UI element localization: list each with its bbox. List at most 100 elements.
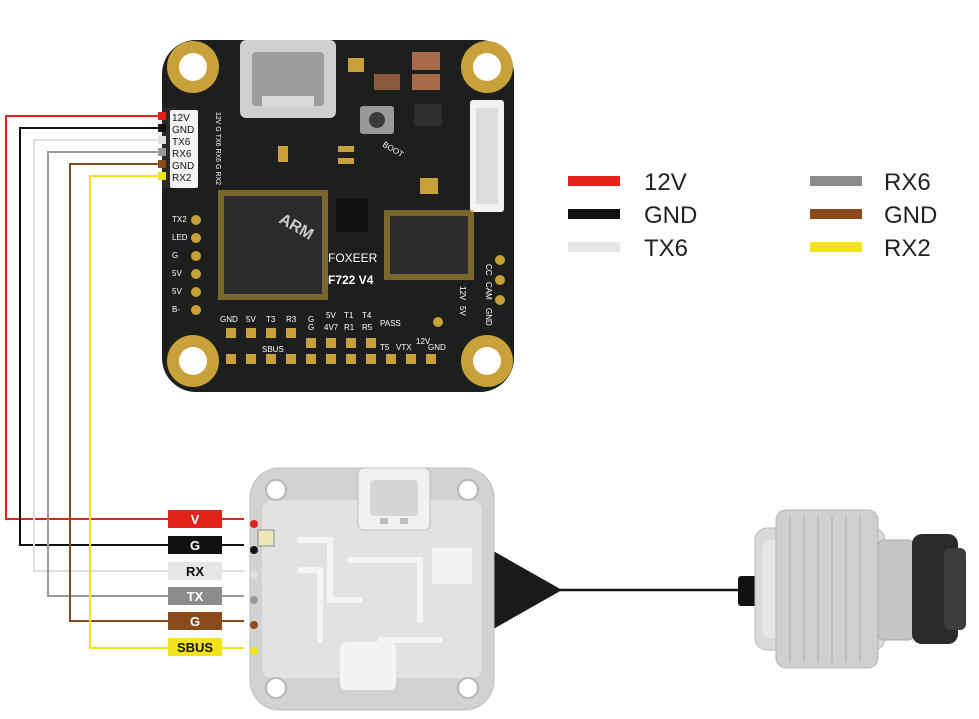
svg-text:5V: 5V [172,287,182,296]
svg-text:TX: TX [187,589,204,604]
wire-harness [5,115,244,649]
fc-pin-gnd: GND [172,125,194,136]
fc-right-edge-labels: CC CAM 12V 5V GND [433,255,505,327]
legend-swatch [568,176,620,186]
fc-cap-3 [412,52,440,70]
legend-label: RX6 [884,169,931,196]
svg-text:G: G [172,251,178,260]
svg-text:T3: T3 [266,315,276,324]
svg-text:R3: R3 [286,315,297,324]
legend-swatch [810,209,862,219]
legend-item-rx6: RX6 [810,169,931,196]
svg-text:RX: RX [186,564,204,579]
svg-text:VTX: VTX [396,343,412,352]
svg-text:G: G [190,538,200,553]
camera-lens-mount [877,539,915,641]
svg-text:V: V [191,512,200,527]
svg-text:G: G [190,614,200,629]
fc-bottom-pads: GND 5V T3 R3 G 5V T1 T4 PASS G 4V7 R1 R5… [220,311,446,364]
svg-text:5V: 5V [458,306,467,316]
svg-text:G: G [308,315,314,324]
legend-item-tx6: TX6 [568,235,688,262]
vtx-pin-rx: RX [168,562,222,580]
vtx-usb-c-port [357,467,431,531]
wire-12v [5,115,244,520]
svg-text:PASS: PASS [380,319,401,328]
svg-text:R1: R1 [344,323,355,332]
vtx-pin-g: G [168,536,222,554]
svg-text:4V7: 4V7 [324,323,339,332]
vtx-pad-column [250,520,258,655]
fc-cap-1 [348,58,364,72]
svg-text:5V: 5V [172,269,182,278]
svg-text:5V: 5V [246,315,256,324]
vtx-pin-labels: V G RX TX G SBUS [168,510,222,656]
legend-item-12v: 12V [568,169,687,196]
fc-pin-tx6: TX6 [172,137,191,148]
vtx-pin-sbus: SBUS [168,638,222,656]
svg-text:SBUS: SBUS [177,640,213,655]
svg-text:12V: 12V [458,286,467,301]
svg-text:LED: LED [172,233,188,242]
svg-text:CC: CC [484,264,493,276]
wire-color-legend: 12V GND TX6 RX6 GND RX2 [568,169,937,262]
svg-text:GND: GND [484,308,493,326]
fc-pin-12v: 12V [172,113,190,124]
svg-text:T5: T5 [380,343,390,352]
fc-led [278,146,288,162]
fc-uart-connector: 12V GND TX6 RX6 GND RX2 12V G TX6 RX6 G … [158,108,221,188]
vtx-solder-pad [257,529,275,547]
legend-label: RX2 [884,235,931,262]
legend-label: GND [644,202,697,229]
wire-rx2 [89,175,244,649]
svg-text:5V: 5V [326,311,336,320]
fc-usb-c-port [240,40,336,118]
fc-model: F722 V4 [328,273,374,287]
fc-cap-2 [374,74,400,90]
legend-swatch [568,209,620,219]
legend-label: GND [884,202,937,229]
camera-front-ring [775,509,879,669]
svg-text:CAM: CAM [484,282,493,300]
fc-mount-holes [167,41,513,387]
fc-pin-rx6: RX6 [172,149,192,160]
vtx-pin-v: V [168,510,222,528]
fc-pin-gnd2: GND [172,161,194,172]
legend-label: TX6 [644,235,688,262]
legend-swatch [810,242,862,252]
svg-text:T1: T1 [344,311,354,320]
fc-gyro [336,198,368,232]
fc-ic-small [414,104,442,126]
wire-gnd2 [69,163,244,622]
vtx-mount-holes [265,479,479,699]
svg-text:TX2: TX2 [172,215,187,224]
legend-item-rx2: RX2 [810,235,931,262]
fc-pin-rx2: RX2 [172,173,192,184]
vtx-center-block [340,642,396,690]
svg-text:T4: T4 [362,311,372,320]
legend-label: 12V [644,169,687,196]
camera-ring-ribs [789,516,861,662]
legend-swatch [810,176,862,186]
fc-brand: FOXEER [328,251,378,265]
vtx-pin-tx: TX [168,587,222,605]
legend-item-gnd: GND [568,202,697,229]
vtx-air-unit [249,467,745,711]
wire-gnd [19,127,244,546]
flight-controller-board: BOOT 12V GND TX6 RX6 GND RX2 12V G TX6 R… [158,40,514,392]
svg-text:12V: 12V [416,337,431,346]
fpv-camera [738,509,966,669]
svg-text:G: G [308,323,314,332]
fc-left-edge-labels: TX2 LED G 5V 5V B- [172,215,201,315]
wire-rx6 [47,151,244,597]
legend-item-gnd-brown: GND [810,202,937,229]
fc-osd-chip [384,210,474,280]
cable-cone [488,548,562,632]
svg-text:GND: GND [220,315,238,324]
svg-text:R5: R5 [362,323,373,332]
legend-swatch [568,242,620,252]
fc-mcu-chip: ARM [218,190,328,300]
svg-text:GND: GND [428,343,446,352]
vtx-pin-g2: G [168,612,222,630]
